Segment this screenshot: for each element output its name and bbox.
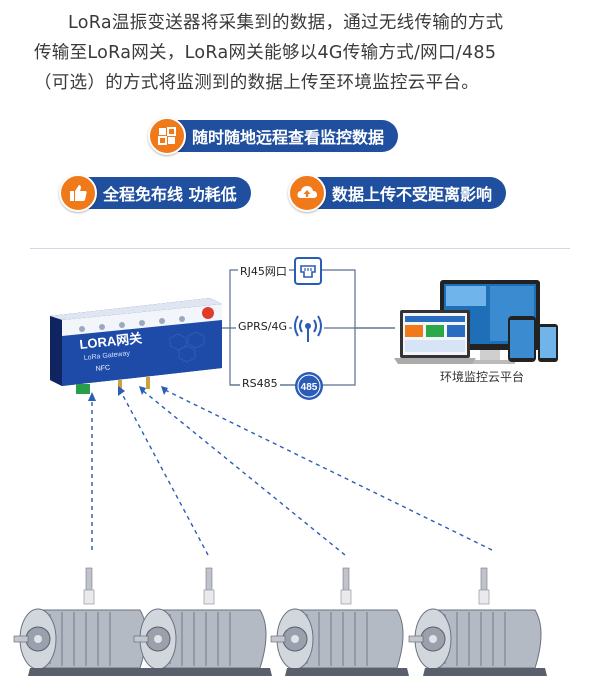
feature-remote-badge: 随时随地远程查看监控数据 xyxy=(148,117,399,155)
feature-wiring-text: 全程免布线 功耗低 xyxy=(103,185,237,204)
network-diagram: 485 LORA网关 LoRa Gateway NFC xyxy=(13,257,558,676)
cloud-platform-label: 环境监控云平台 xyxy=(440,370,525,384)
thumbs-up-icon xyxy=(59,174,97,212)
feature-distance-text: 数据上传不受距离影响 xyxy=(332,185,493,204)
rs485-badge-text: 485 xyxy=(301,382,318,393)
gateway-title: LORA网关 xyxy=(79,330,143,351)
motor-with-sensor xyxy=(408,567,547,676)
feature-wiring-badge: 全程免布线 功耗低 xyxy=(59,174,251,212)
cloud-upload-icon xyxy=(288,174,326,212)
gateway-subtitle: LoRa Gateway xyxy=(83,350,130,362)
ethernet-port-icon xyxy=(294,257,322,285)
motor-with-sensor xyxy=(270,567,409,676)
motor-sensor-group xyxy=(13,567,547,676)
motor-with-sensor xyxy=(13,567,152,676)
feature-remote-text: 随时随地远程查看监控数据 xyxy=(192,128,385,147)
intro-line: LoRa温振变送器将采集到的数据，通过无线传输的方式 xyxy=(68,13,504,33)
rs485-label: RS485 xyxy=(240,377,280,390)
motor-with-sensor xyxy=(133,567,272,676)
gateway-nfc-label: NFC xyxy=(95,365,110,373)
section-divider xyxy=(30,248,570,249)
gprs-label: GPRS/4G xyxy=(236,320,290,333)
intro-line: 传输至LoRa网关，LoRa网关能够以4G传输方式/网口/485 xyxy=(34,43,497,63)
intro-line: （可选）的方式将监测到的数据上传至环境监控云平台。 xyxy=(34,73,479,93)
rs485-badge-icon xyxy=(295,372,323,400)
rj45-label: RJ45网口 xyxy=(238,263,289,279)
lora-wireless-links xyxy=(91,389,493,556)
feature-distance-badge: 数据上传不受距离影响 xyxy=(288,174,507,212)
wireless-antenna-icon xyxy=(292,312,324,344)
link-arrowheads xyxy=(88,386,168,401)
cloud-platform-devices xyxy=(394,280,558,364)
intro-paragraph: LoRa温振变送器将采集到的数据，通过无线传输的方式 传输至LoRa网关，LoR… xyxy=(34,8,574,98)
lora-gateway-device xyxy=(50,298,222,394)
remote-monitor-icon xyxy=(148,117,186,155)
